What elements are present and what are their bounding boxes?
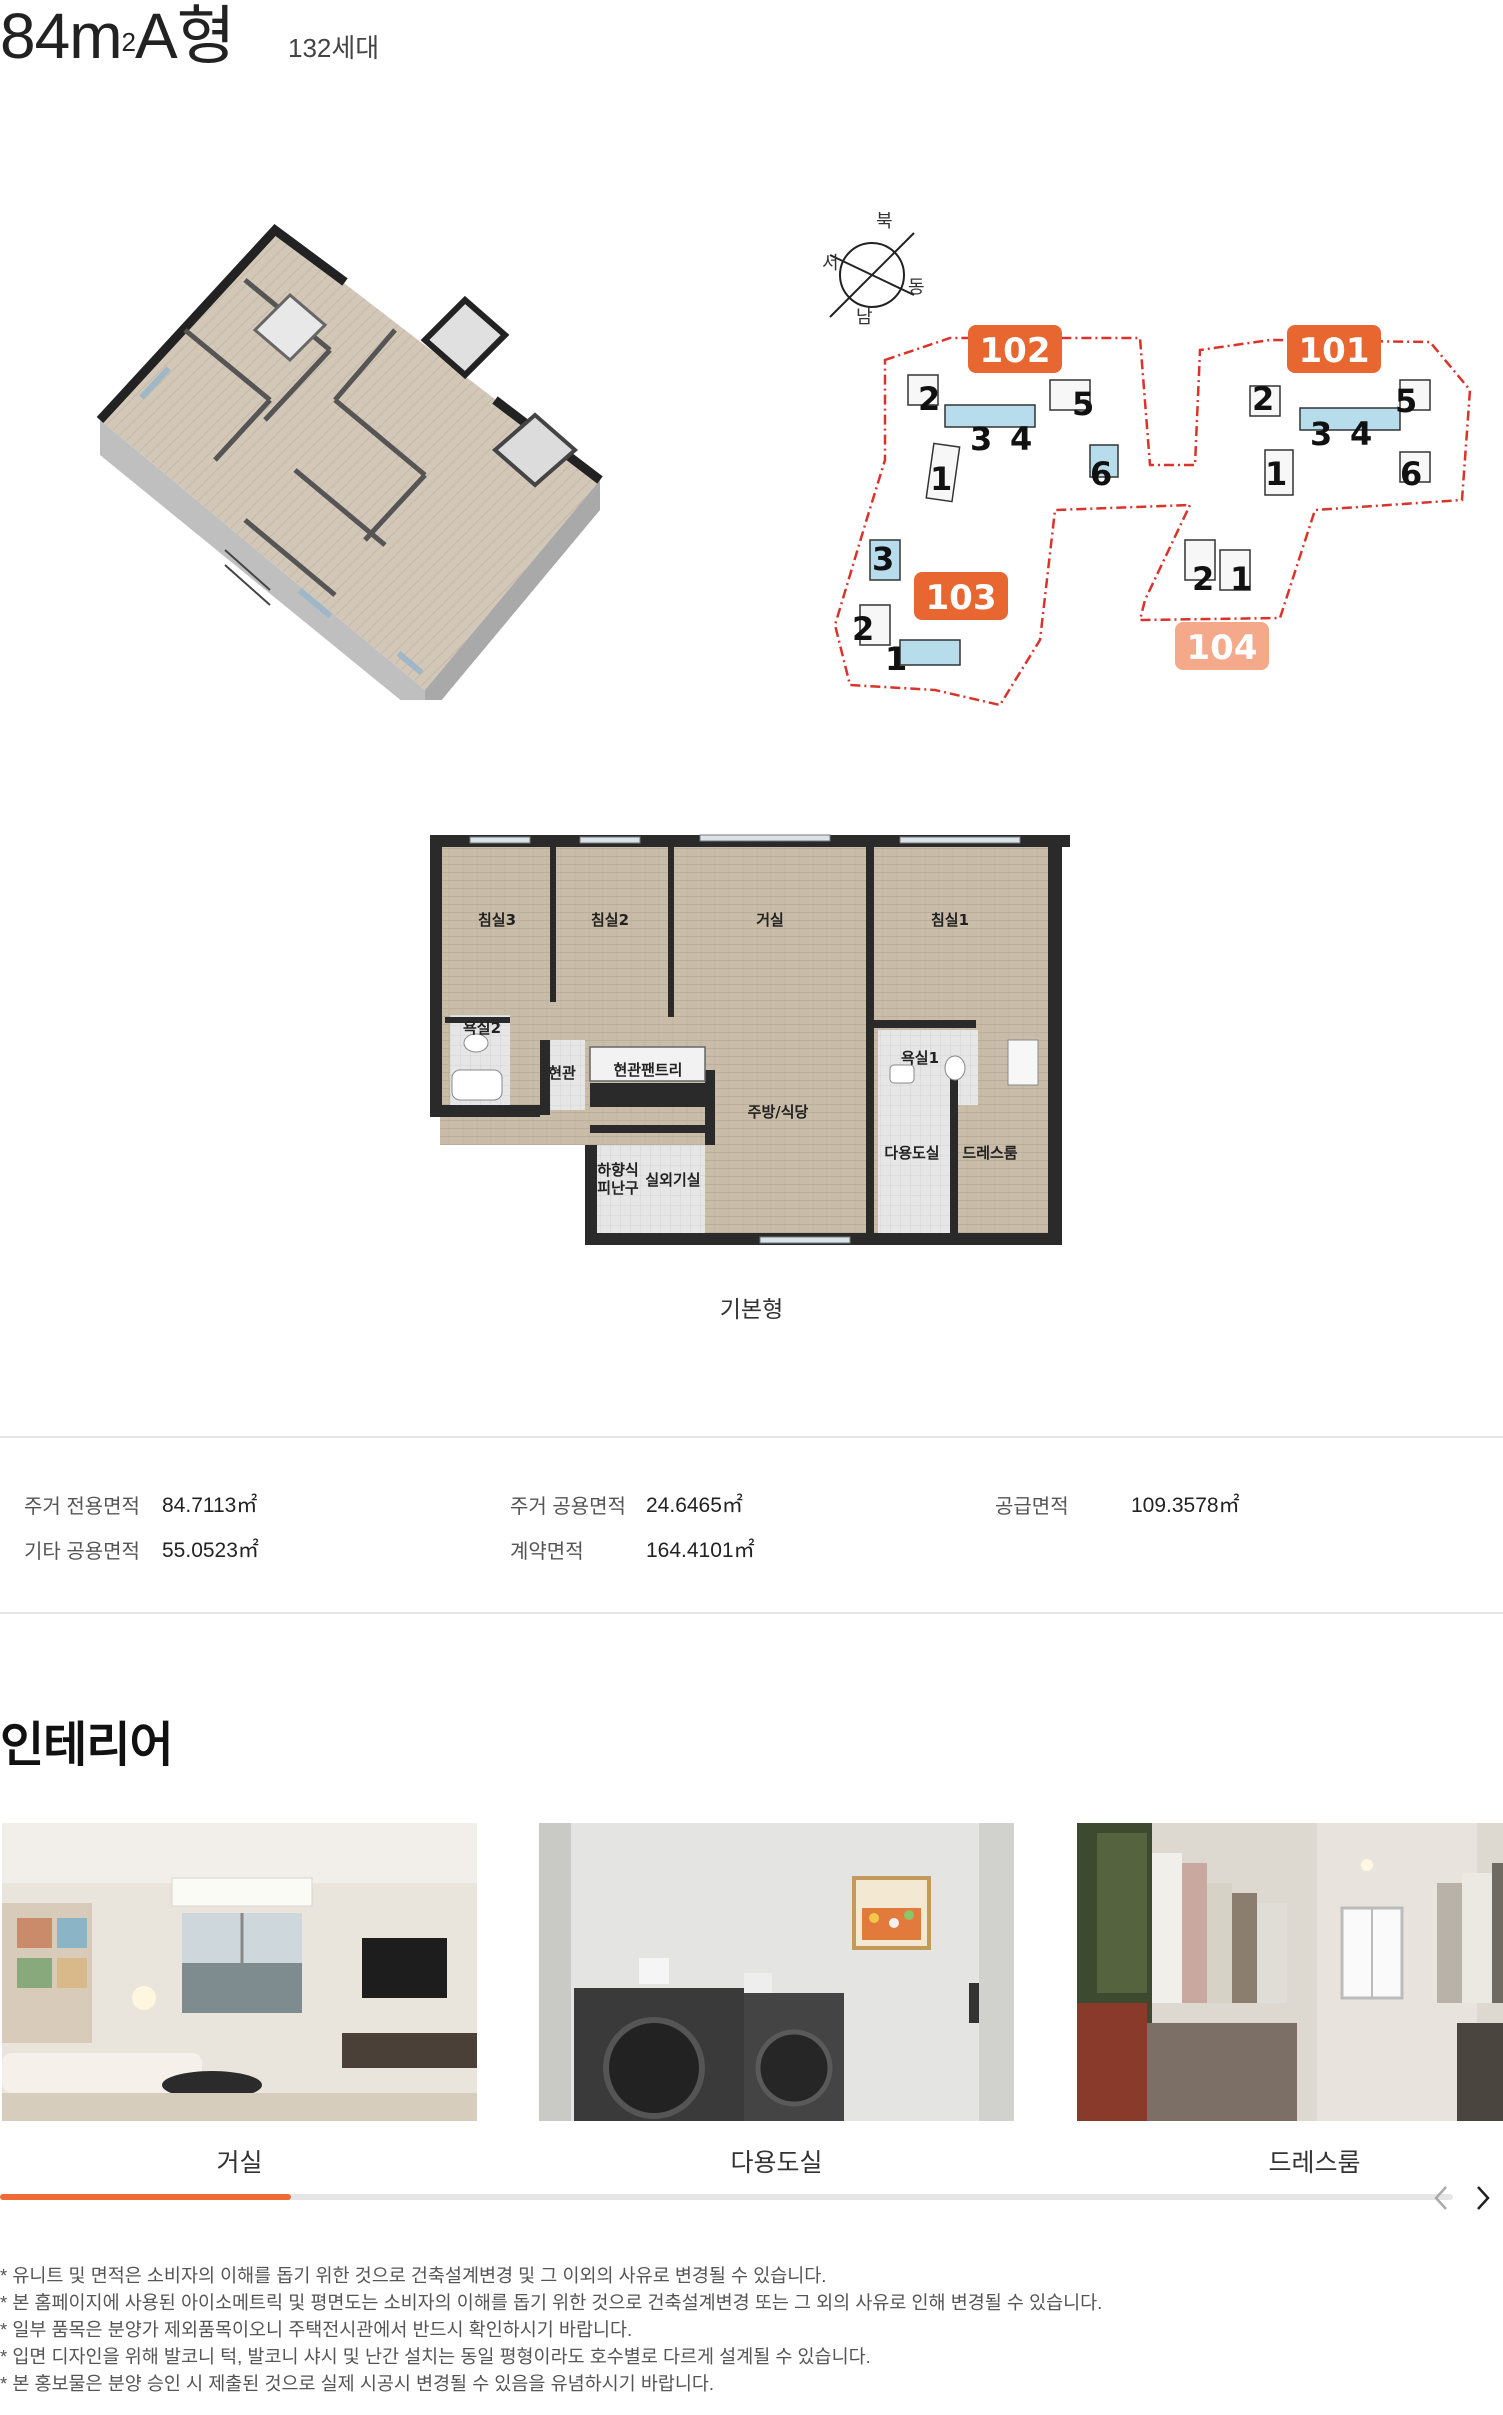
svg-text:4: 4	[1010, 420, 1032, 458]
svg-text:거실: 거실	[756, 911, 784, 929]
disclaimer-note: * 입면 디자인을 위해 발코니 턱, 발코니 샤시 및 난간 설치는 동일 평…	[0, 2346, 871, 2367]
svg-text:침실2: 침실2	[591, 911, 629, 929]
disclaimer-note: * 일부 품목은 분양가 제외품목이오니 주택전시관에서 반드시 확인하시기 바…	[0, 2319, 633, 2340]
svg-text:2: 2	[1252, 380, 1274, 418]
section-title: 인테리어	[0, 1719, 174, 1772]
area-label: 주거 전용면적	[24, 1496, 140, 1518]
photo-caption: 거실	[216, 2149, 263, 2177]
svg-text:5: 5	[1395, 382, 1417, 420]
svg-text:101: 101	[1299, 331, 1370, 371]
svg-text:4: 4	[1350, 415, 1372, 453]
floor-plan-caption: 기본형	[719, 1296, 784, 1322]
area-label: 공급면적	[995, 1496, 1069, 1518]
svg-text:6: 6	[1400, 455, 1422, 493]
area-label: 주거 공용면적	[510, 1496, 626, 1518]
area-value: 109.3578㎡	[1131, 1494, 1240, 1517]
unit-type-title: 84m2A형	[0, 0, 236, 72]
chevron-left-icon	[1434, 2186, 1447, 2210]
svg-text:3: 3	[872, 540, 894, 578]
disclaimer-note: * 유니트 및 면적은 소비자의 이해를 돕기 위한 것으로 건축설계변경 및 …	[0, 2265, 827, 2286]
svg-text:하향식: 하향식	[597, 1161, 638, 1179]
svg-text:북: 북	[876, 211, 893, 232]
svg-text:주방/식당: 주방/식당	[748, 1103, 809, 1121]
svg-text:동: 동	[908, 277, 925, 298]
svg-text:욕실1: 욕실1	[901, 1049, 939, 1067]
divider	[0, 1612, 1503, 1614]
svg-text:2: 2	[918, 380, 940, 418]
floor-plan: 침실3 침실2 거실 침실1 욕실2 현관 현관팬트리 욕실1 주방/식당 다용…	[430, 834, 1070, 1265]
household-count: 132세대	[288, 33, 380, 63]
isometric-floor-plan	[96, 223, 603, 700]
svg-text:5: 5	[1072, 385, 1094, 423]
svg-text:1: 1	[885, 640, 907, 678]
disclaimer-note: * 본 홈페이지에 사용된 아이소메트릭 및 평면도는 소비자의 이해를 돕기 …	[0, 2292, 1103, 2313]
interior-photo-dressroom[interactable]	[1077, 1823, 1503, 2121]
svg-text:침실3: 침실3	[478, 911, 516, 929]
disclaimer-notes: * 유니트 및 면적은 소비자의 이해를 돕기 위한 것으로 건축설계변경 및 …	[0, 2262, 1480, 2397]
chevron-right-icon	[1477, 2186, 1490, 2210]
area-value: 84.7113㎡	[162, 1494, 258, 1517]
disclaimer-note: * 본 홍보물은 분양 승인 시 제출된 것으로 실제 시공시 변경될 수 있음…	[0, 2373, 715, 2394]
area-label: 기타 공용면적	[24, 1541, 140, 1563]
photo-caption: 드레스룸	[1268, 2149, 1361, 2177]
svg-text:욕실2: 욕실2	[463, 1019, 501, 1037]
area-label: 계약면적	[510, 1541, 584, 1563]
svg-text:1: 1	[1230, 560, 1252, 598]
carousel-progress-fill	[0, 2194, 291, 2200]
svg-text:피난구: 피난구	[597, 1179, 639, 1197]
svg-text:2: 2	[852, 610, 874, 648]
carousel-progress-bar[interactable]	[0, 2194, 1453, 2200]
area-value: 24.6465㎡	[646, 1494, 743, 1517]
carousel-next-button[interactable]	[1466, 2178, 1500, 2218]
svg-text:2: 2	[1192, 560, 1214, 598]
svg-text:6: 6	[1090, 455, 1112, 493]
svg-text:남: 남	[856, 307, 873, 328]
interior-photo-utility[interactable]	[539, 1823, 1014, 2121]
svg-text:다용도실: 다용도실	[884, 1144, 939, 1162]
compass-icon: 북 서 동 남	[822, 211, 925, 328]
svg-text:드레스룸: 드레스룸	[962, 1144, 1017, 1162]
area-value: 55.0523㎡	[162, 1539, 259, 1562]
svg-text:서: 서	[822, 253, 839, 274]
area-value: 164.4101㎡	[646, 1539, 755, 1562]
svg-text:침실1: 침실1	[931, 911, 969, 929]
svg-text:1: 1	[1265, 455, 1287, 493]
photo-caption: 다용도실	[730, 2149, 823, 2177]
svg-text:현관팬트리: 현관팬트리	[613, 1061, 682, 1079]
interior-photo-living[interactable]	[2, 1823, 477, 2121]
divider	[0, 1436, 1503, 1438]
svg-text:실외기실: 실외기실	[645, 1171, 700, 1189]
svg-text:현관: 현관	[548, 1064, 576, 1082]
carousel-prev-button[interactable]	[1424, 2178, 1458, 2218]
svg-text:1: 1	[930, 460, 952, 498]
svg-text:102: 102	[980, 331, 1051, 371]
svg-text:3: 3	[970, 420, 992, 458]
svg-text:104: 104	[1187, 628, 1258, 668]
svg-text:3: 3	[1310, 415, 1332, 453]
svg-text:103: 103	[926, 578, 997, 618]
